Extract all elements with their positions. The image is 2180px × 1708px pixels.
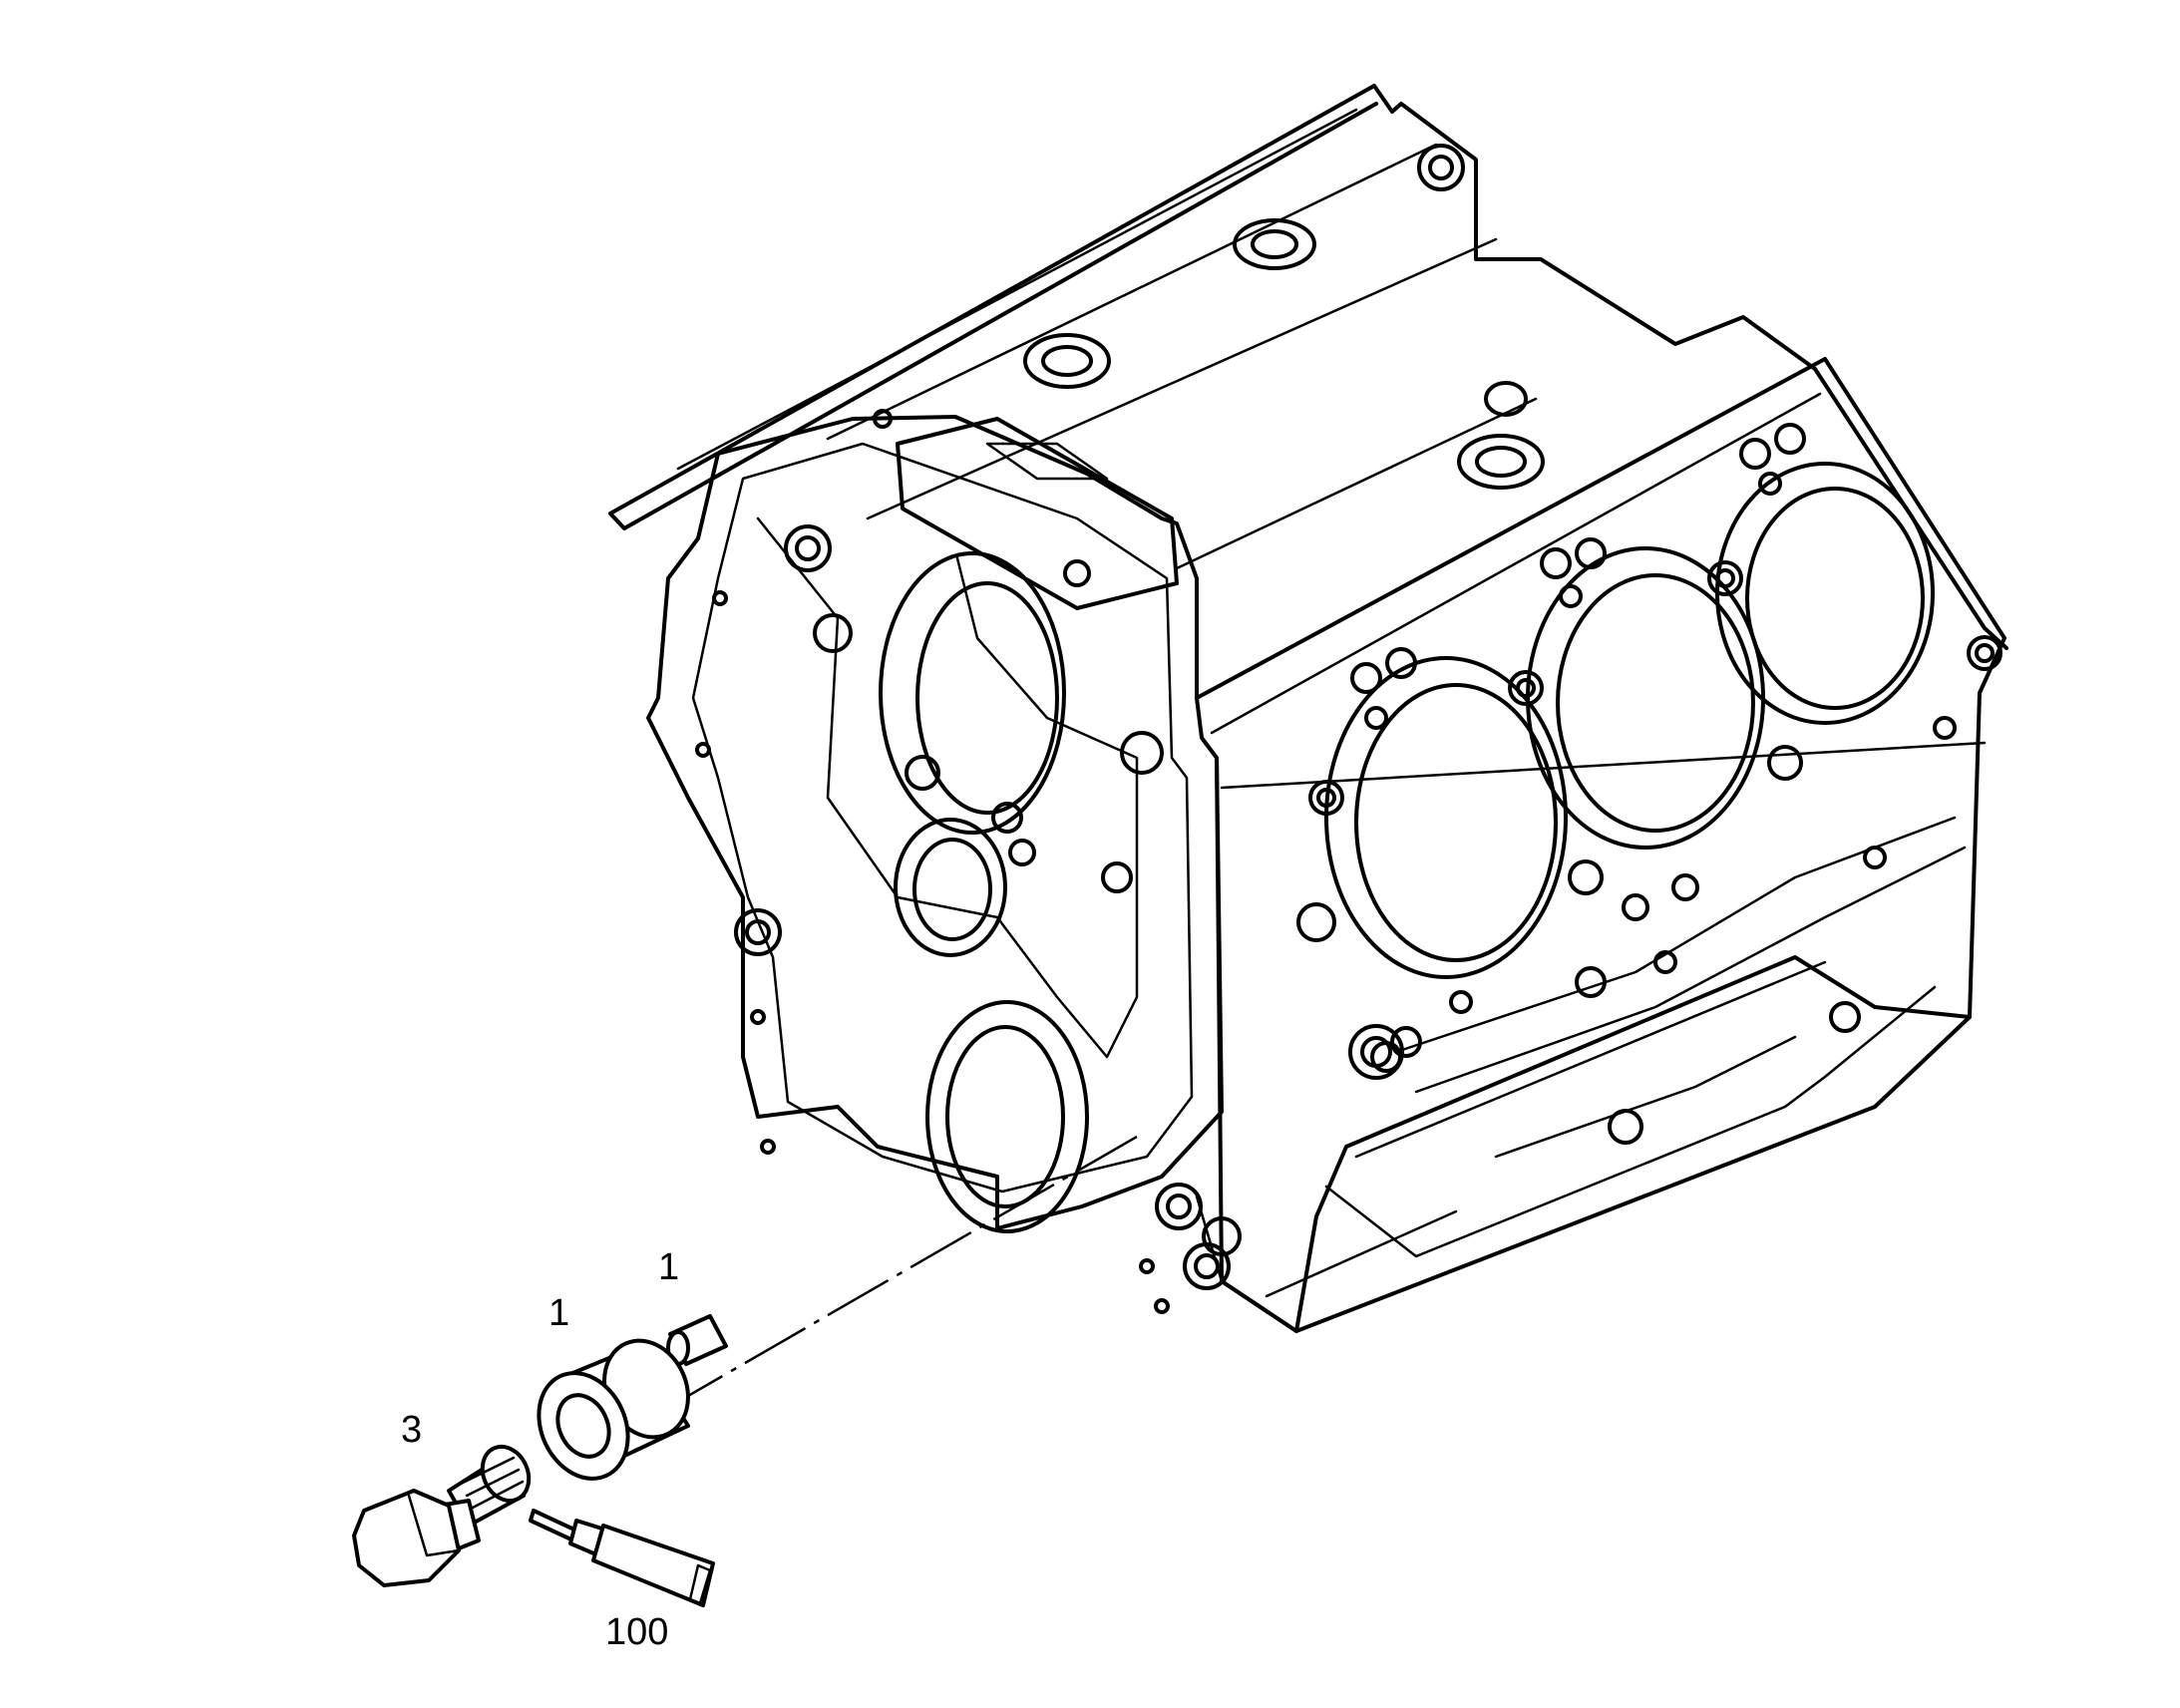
callout-part-1-pin: 1 [658, 1246, 680, 1288]
plug-bolt [352, 1444, 532, 1587]
cylinder-bores [1324, 462, 1935, 979]
engine-block [608, 84, 2008, 1333]
dowel-pin [666, 1314, 728, 1366]
callout-part-100-sealant: 100 [605, 1611, 669, 1653]
bushing [537, 1338, 690, 1481]
top-deck-bosses [1023, 144, 1545, 490]
callout-part-3-plug: 3 [401, 1409, 423, 1451]
sealant-tube [529, 1509, 715, 1607]
assembly-line [687, 1135, 1138, 1398]
callout-part-1-bushing: 1 [548, 1292, 570, 1334]
